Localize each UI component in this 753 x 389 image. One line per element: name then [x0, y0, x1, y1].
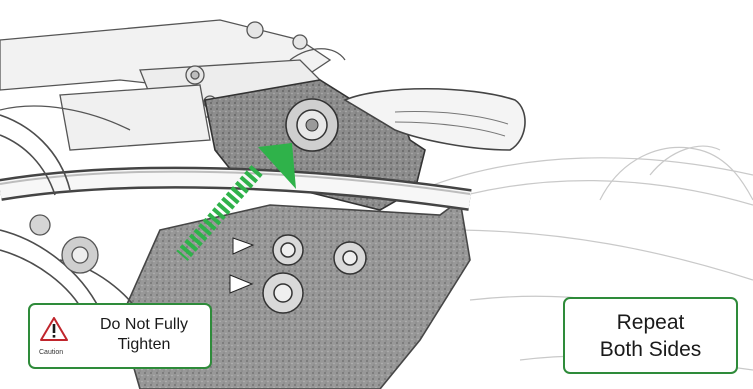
- caution-triangle-icon: [40, 317, 68, 341]
- left-hardware: [30, 215, 98, 273]
- caution-line-2: Tighten: [80, 335, 208, 355]
- target-bolt: [286, 99, 338, 151]
- caution-label: Caution: [39, 349, 63, 356]
- repeat-line-2: Both Sides: [565, 336, 736, 363]
- caution-line-1: Do Not Fully: [80, 315, 208, 335]
- caution-callout: Caution Do Not Fully Tighten: [28, 303, 212, 369]
- repeat-message: Repeat Both Sides: [565, 309, 736, 363]
- caution-message: Do Not Fully Tighten: [80, 315, 208, 355]
- repeat-line-1: Repeat: [565, 309, 736, 336]
- repeat-callout: Repeat Both Sides: [563, 297, 738, 374]
